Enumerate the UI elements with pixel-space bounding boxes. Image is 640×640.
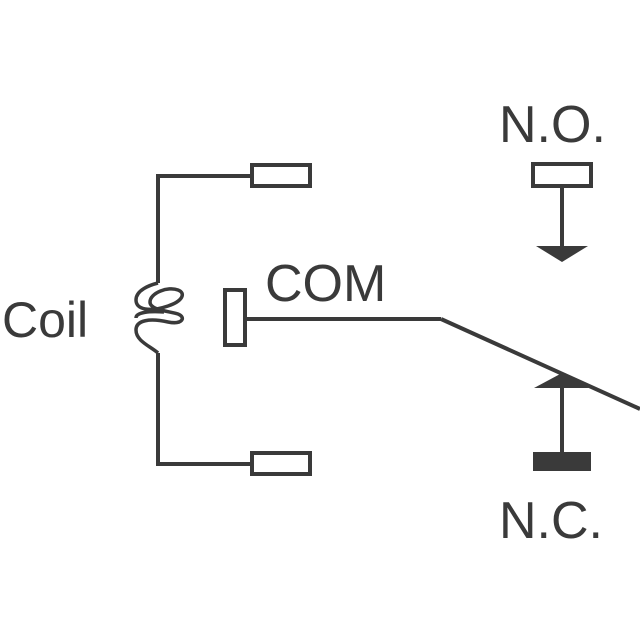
- no-contact: [531, 162, 593, 262]
- no-label: N.O.: [499, 96, 606, 154]
- coil-circuit: [134, 163, 312, 476]
- com-circuit: [223, 288, 640, 411]
- no-terminal: [531, 162, 593, 188]
- com-label: COM: [265, 255, 386, 313]
- coil-terminal-bottom: [250, 451, 312, 476]
- nc-contact: [533, 373, 591, 471]
- coil-terminal-top: [250, 163, 312, 188]
- coil-label: Coil: [2, 292, 88, 348]
- nc-contact-point: [534, 373, 589, 388]
- nc-label: N.C.: [499, 492, 603, 550]
- coil-top-lead: [156, 174, 252, 283]
- coil-bottom-lead: [156, 353, 252, 466]
- com-terminal: [223, 288, 247, 347]
- switch-armature: [440, 317, 640, 411]
- no-contact-point: [536, 246, 588, 262]
- nc-terminal: [533, 452, 591, 471]
- coil-winding-symbol: [134, 281, 185, 355]
